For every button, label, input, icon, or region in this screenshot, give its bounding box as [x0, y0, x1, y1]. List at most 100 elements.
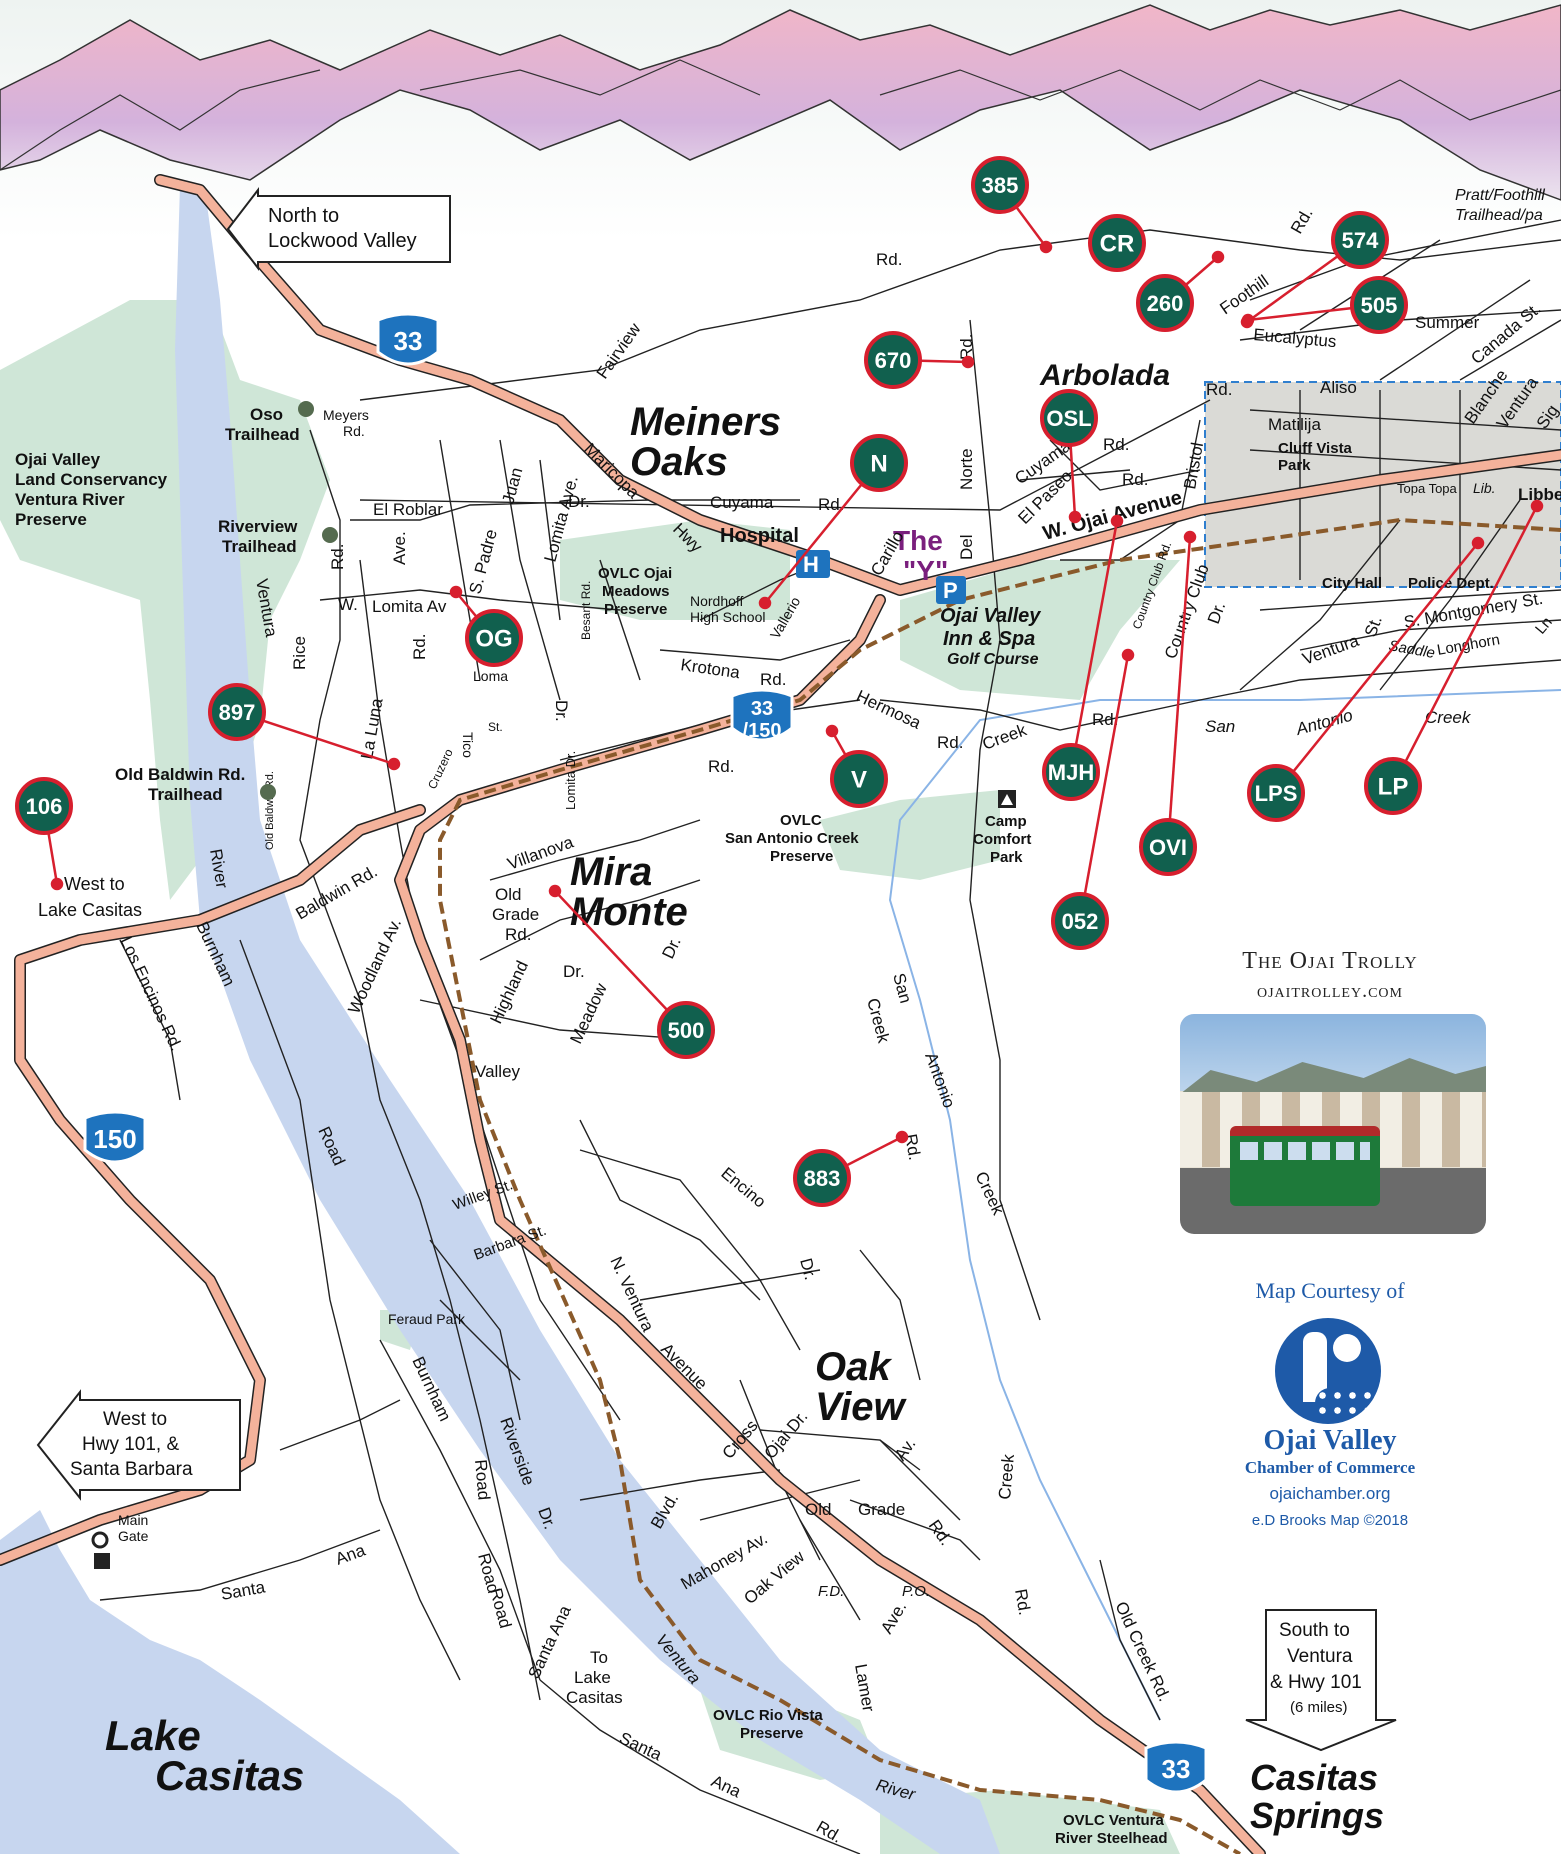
street-74: Dr.: [658, 934, 684, 962]
street-53: Rd.: [937, 733, 963, 752]
poi-topa-topa: Topa Topa: [1397, 481, 1458, 496]
poi-to-lake-casitas-3: Casitas: [566, 1688, 623, 1707]
trolley-url[interactable]: ojaitrolley.com: [1257, 980, 1403, 1002]
poi-ojai-meadows-1: OVLC Ojai: [598, 565, 672, 582]
street-93: Road: [471, 1459, 493, 1501]
stop-pin-106: [50, 877, 64, 891]
street-67: Villanova: [505, 832, 577, 874]
stop-badge-OVI[interactable]: OVI: [1139, 818, 1197, 876]
street-85: Creek: [971, 1169, 1008, 1219]
street-104: Av.: [891, 1435, 920, 1465]
poi-to-lake-casitas-1: To: [590, 1648, 608, 1667]
stop-badge-106[interactable]: 106: [15, 777, 73, 835]
stop-badge-circle: [1088, 214, 1146, 272]
street-34: Rd.: [328, 544, 347, 570]
stop-badge-385[interactable]: 385: [971, 156, 1029, 214]
stop-badge-label: 106: [26, 794, 63, 819]
poi-inn-1: Ojai Valley: [940, 605, 1041, 627]
poi-feraud-park: Feraud Park: [388, 1311, 466, 1327]
stop-badge-OSL[interactable]: OSL: [1040, 389, 1098, 447]
stop-badge-LPS[interactable]: LPS: [1247, 764, 1305, 822]
poi-ovlc-preserve-1: Ojai Valley: [15, 450, 101, 469]
stop-badge-circle: [1051, 892, 1109, 950]
town-lake-casitas-1: Lake: [105, 1712, 201, 1759]
main-gate-icon: [91, 1531, 109, 1549]
poi-labels: Oso Trailhead Ojai Valley Land Conservan…: [15, 187, 1561, 1847]
street-54: Creek: [980, 720, 1030, 754]
street-59: Ventura: [1300, 631, 1362, 669]
stop-leader-500: [554, 890, 687, 1031]
street-45: Rd.: [760, 670, 786, 689]
stop-badge-505[interactable]: 505: [1350, 276, 1408, 334]
street-6: Canada St.: [1467, 299, 1544, 368]
stop-badge-500[interactable]: 500: [657, 1001, 715, 1059]
stop-badge-N[interactable]: N: [850, 434, 908, 492]
stop-pin-385: [1039, 240, 1053, 254]
route-shield-shape: [83, 1110, 147, 1164]
trailhead-dot-oso: [298, 401, 314, 417]
stop-badge-CR[interactable]: CR: [1088, 214, 1146, 272]
street-100: Santa Ana: [524, 1602, 575, 1682]
street-44: Krotona: [679, 655, 741, 682]
street-7: Aliso: [1320, 378, 1357, 397]
stop-badge-circle: [793, 1149, 851, 1207]
poi-san-antonio-preserve-2: San Antonio Creek: [725, 830, 859, 847]
stop-badge-OG[interactable]: OG: [465, 609, 523, 667]
stop-badge-052[interactable]: 052: [1051, 892, 1109, 950]
stop-badge-883[interactable]: 883: [793, 1149, 851, 1207]
poi-oso-trailhead-2: Trailhead: [225, 425, 300, 444]
photo-trolley-windows: [1240, 1142, 1370, 1160]
street-105: Old: [805, 1500, 831, 1519]
street-50: Cruzero: [425, 746, 456, 791]
poi-riverview-trailhead-1: Riverview: [218, 517, 298, 536]
route-shield-2: 150: [83, 1110, 147, 1164]
stop-badge-circle: [1040, 389, 1098, 447]
poi-rio-vista-1: OVLC Rio Vista: [713, 1707, 823, 1724]
stop-badge-label: N: [870, 451, 887, 478]
street-66: Lomita Dr.: [563, 751, 578, 810]
golf-course: [900, 560, 1180, 700]
courtesy-text: Map Courtesy of: [1255, 1278, 1405, 1303]
town-oak-view-2: View: [815, 1385, 908, 1429]
street-15: Dr.: [568, 492, 590, 511]
street-71: Highland: [486, 958, 532, 1027]
stop-badge-574[interactable]: 574: [1331, 211, 1389, 269]
poi-riverview-trailhead-2: Trailhead: [222, 537, 297, 556]
stop-badge-897[interactable]: 897: [208, 683, 266, 741]
street-23: Rd.: [957, 334, 976, 360]
street-32: Dr.: [1204, 599, 1229, 626]
sign-south-sub: (6 miles): [1290, 1699, 1348, 1716]
sign-north-line2: Lockwood Valley: [268, 230, 417, 252]
poi-the-y-1: The: [893, 525, 943, 556]
stop-badge-MJH[interactable]: MJH: [1042, 743, 1100, 801]
parking-icon-letter: P: [943, 578, 958, 603]
stop-badge-V[interactable]: V: [830, 750, 888, 808]
sign-south[interactable]: South to Ventura & Hwy 101 (6 miles): [1245, 1609, 1397, 1752]
poi-fd: F.D.: [818, 1583, 844, 1600]
street-58: Creek: [1425, 708, 1472, 727]
street-75: Valley: [475, 1062, 521, 1081]
street-72: Dr.: [563, 962, 585, 981]
street-21: Del: [957, 534, 976, 560]
sign-west[interactable]: West to Hwy 101, & Santa Barbara: [36, 1389, 241, 1501]
street-16: Cuyama: [710, 493, 774, 512]
poi-markers: H P: [91, 401, 1016, 1569]
stop-badge-circle: [1331, 211, 1389, 269]
street-118: Ana: [708, 1771, 744, 1801]
poi-rio-vista-2: Preserve: [740, 1725, 803, 1742]
stop-pin-670: [961, 355, 975, 369]
lake-casitas: [0, 1510, 460, 1854]
stop-pin-OVI: [1183, 530, 1197, 544]
stop-badge-label: V: [851, 767, 867, 794]
chamber-url[interactable]: ojaichamber.org: [1269, 1484, 1391, 1503]
stop-badge-LP[interactable]: LP: [1364, 757, 1422, 815]
street-22: Norte: [957, 448, 976, 490]
street-111: Lamer: [851, 1662, 878, 1713]
sign-north[interactable]: North to Lockwood Valley: [226, 187, 451, 271]
stop-leader-N: [764, 462, 880, 604]
stop-badge-260[interactable]: 260: [1136, 274, 1194, 332]
chamber-logo-moon: [1333, 1334, 1361, 1362]
street-82: Creek: [863, 996, 893, 1045]
stop-badge-670[interactable]: 670: [864, 331, 922, 389]
